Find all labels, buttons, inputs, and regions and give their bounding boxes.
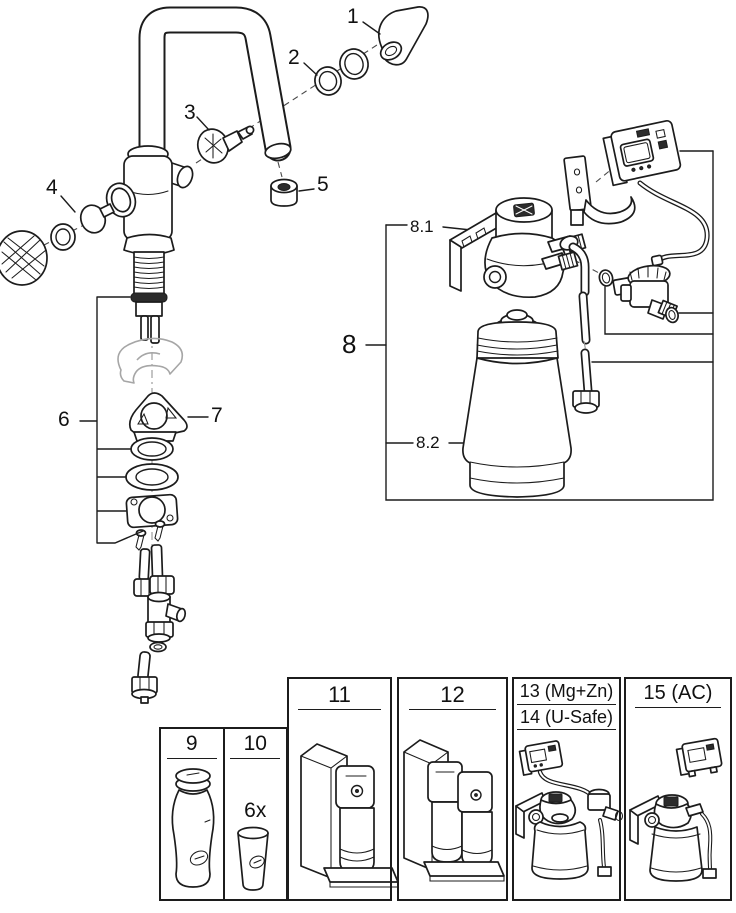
control-unit [602,119,682,187]
mounting-flange [125,493,179,529]
tee-adapter [131,591,187,704]
solenoid-valve [598,254,679,324]
panel-15-label: 15 (AC) [635,682,721,708]
fixing-screws [135,520,166,551]
panel-14-label: 14 (U-Safe) [517,707,616,731]
callout-8-1: 8.1 [410,217,434,236]
control-cable [637,180,710,265]
callout-leader-lines [60,21,381,418]
panel-12: 12 [397,677,508,901]
filter-cartridge-bottle [462,309,572,498]
callout-4: 4 [46,176,58,199]
washer-lower [125,463,179,491]
side-handle-assembly [0,203,115,286]
filter-head-bracket [449,212,501,292]
faucet-body [105,145,194,344]
panel-13-label: 13 (Mg+Zn) [517,681,616,705]
bracket-6-lines [79,296,144,544]
panel-12-label: 12 [408,682,497,711]
callout-6: 6 [58,408,70,431]
glass-cup [237,826,269,891]
filter-kit-mg-zn [515,740,624,880]
seal-rings [314,48,369,96]
wall-hook-bracket [563,155,636,226]
callout-2: 2 [288,46,300,69]
group-8-frame [365,150,714,501]
panel-11-label: 11 [298,682,381,711]
panel-11: 11 [287,677,392,901]
filter-hose [559,235,600,414]
mounting-ghost-escutcheon [117,337,184,384]
washer-upper [130,437,174,461]
panel-9-label: 9 [166,732,217,760]
panel-10-quantity: 6x [244,799,267,823]
panel-13-14: 13 (Mg+Zn) 14 (U-Safe) [512,677,621,901]
callout-7: 7 [211,404,223,427]
panel-cell-10: 10 6x [222,729,287,899]
callout-1: 1 [347,5,359,28]
handle-lever [377,6,429,66]
panel-15: 15 (AC) [624,677,732,901]
aerator [270,178,298,207]
faucet-spout [138,6,292,167]
callout-8-2: 8.2 [416,433,440,452]
panel-cell-9: 9 [161,729,223,899]
callout-5: 5 [317,173,329,196]
carbonator-double [403,739,505,882]
mounting-plate [128,392,188,442]
filter-kit-ac [629,737,723,882]
panel-10-label: 10 [230,732,281,760]
flow-cartridge [196,125,255,164]
callout-3: 3 [184,101,196,124]
carafe [171,768,215,888]
connection-hoses [133,544,175,597]
callout-8: 8 [342,329,357,359]
panel-9-10: 9 10 6x [159,727,288,901]
